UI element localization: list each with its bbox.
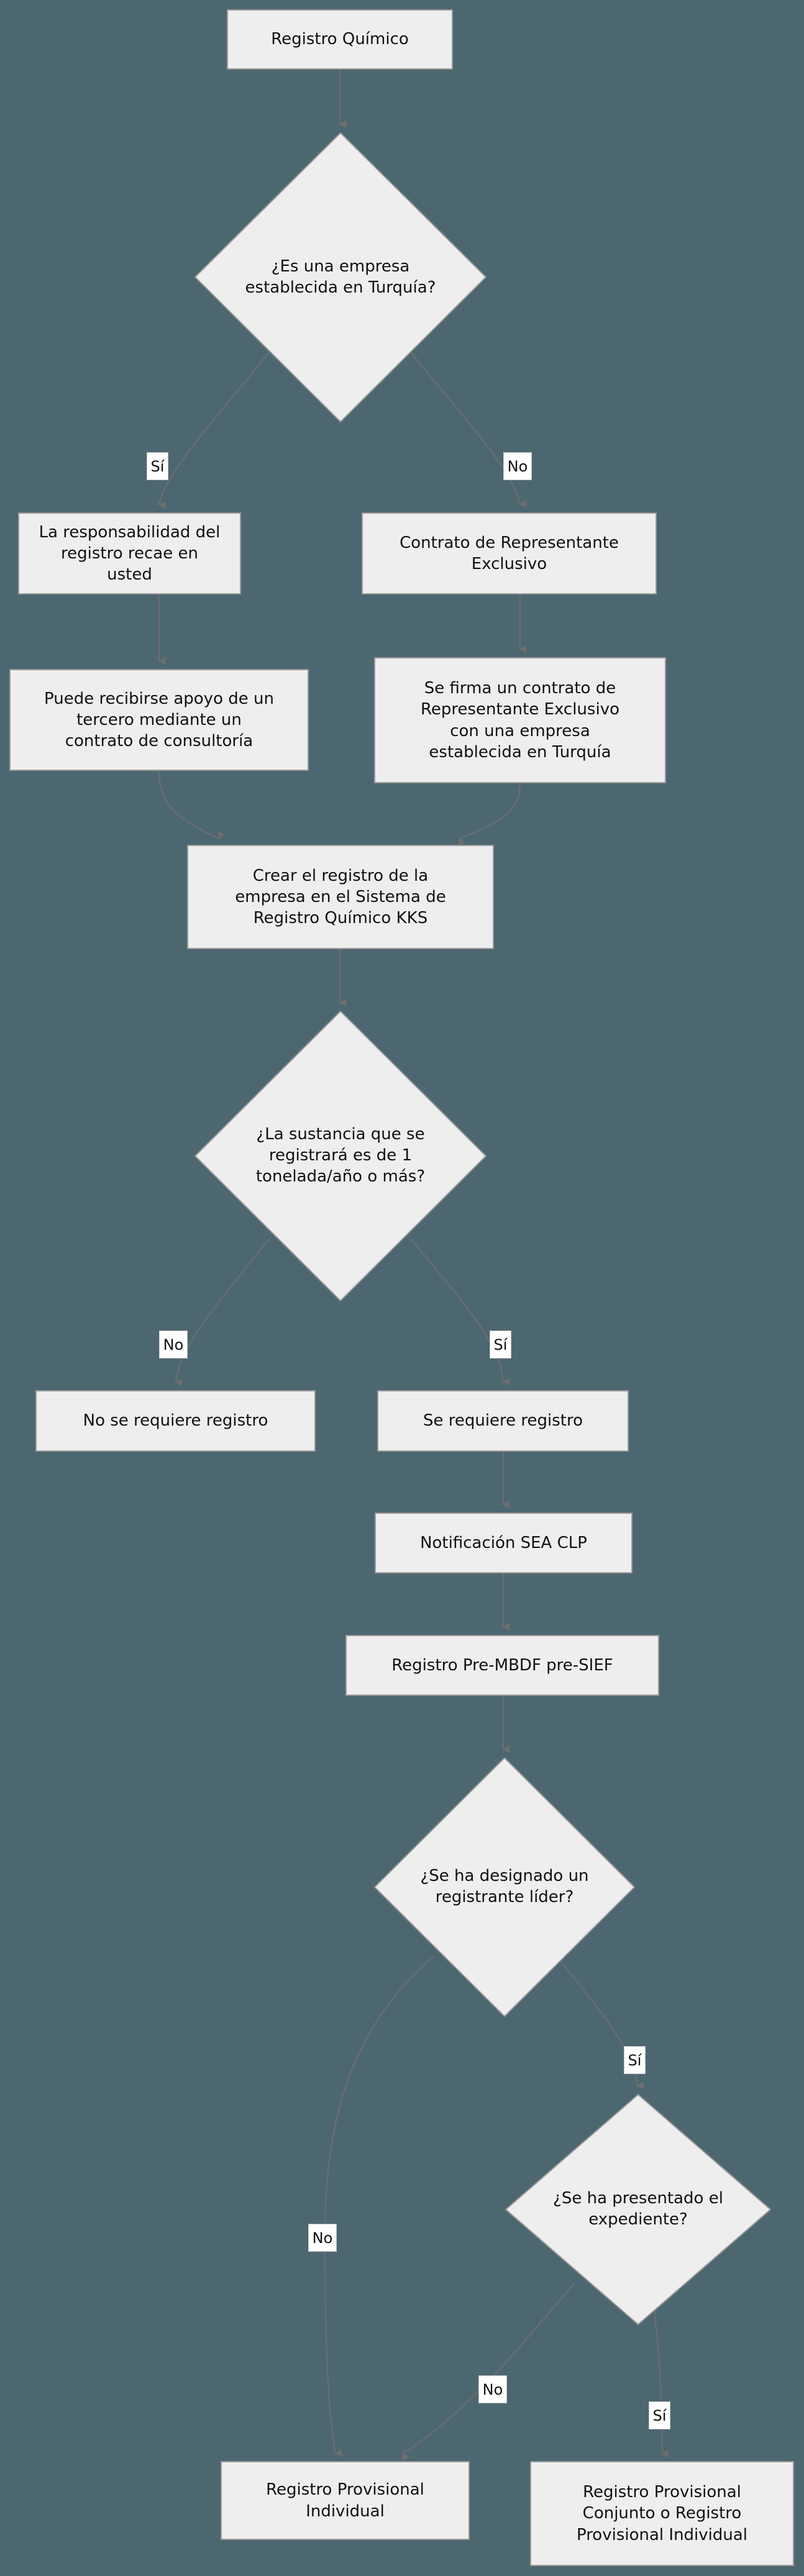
- node-label: Se requiere registro: [423, 1411, 583, 1431]
- node-label: Puede recibirse apoyo de un tercero medi…: [44, 689, 274, 751]
- node-crear-registro-empresa: Crear el registro de la empresa en el Si…: [187, 845, 494, 949]
- decision-label: ¿Se ha designado un registrante líder?: [420, 1867, 589, 1906]
- decision-label: ¿Se ha presentado el expediente?: [553, 2189, 723, 2229]
- edge-sign-to-create: [459, 783, 521, 846]
- edge-label-turkey-no: No: [503, 452, 532, 480]
- node-label: Se firma un contrato de Representante Ex…: [420, 678, 619, 762]
- edge-label-tonnage-no: No: [159, 1331, 188, 1359]
- node-label: Registro Provisional Individual: [266, 2480, 424, 2521]
- edge-lead-no: [324, 1956, 434, 2456]
- node-notificacion-sea-clp: Notificación SEA CLP: [375, 1513, 633, 1573]
- decision-label: ¿Es una empresa establecida en Turquía?: [245, 257, 436, 297]
- node-label: Crear el registro de la empresa en el Si…: [235, 866, 446, 928]
- node-no-requiere-registro: No se requiere registro: [35, 1390, 316, 1452]
- node-label: Registro Provisional Conjunto o Registro…: [576, 2483, 748, 2544]
- edge-label-turkey-yes: Sí: [147, 452, 168, 480]
- node-label: La responsabilidad del registro recae en…: [39, 522, 221, 585]
- diamond-shape: [194, 132, 487, 422]
- edge-label-lead-yes: Sí: [624, 2046, 646, 2074]
- node-apoyo-tercero: Puede recibirse apoyo de un tercero medi…: [9, 669, 309, 771]
- edge-label-tonnage-yes: Sí: [490, 1331, 511, 1359]
- decision-tonelada: ¿La sustancia que se registrará es de 1 …: [194, 1011, 487, 1301]
- diamond-shape: [194, 1011, 487, 1301]
- edge-label-dossier-yes: Sí: [649, 2401, 670, 2429]
- node-label: Notificación SEA CLP: [420, 1533, 587, 1552]
- node-contrato-representante: Contrato de Representante Exclusivo: [362, 512, 657, 594]
- node-label: No se requiere registro: [83, 1411, 268, 1431]
- node-pre-mbdf: Registro Pre-MBDF pre-SIEF: [345, 1635, 659, 1696]
- edge-dossier-yes: [654, 2309, 669, 2457]
- node-label: Contrato de Representante Exclusivo: [400, 533, 619, 573]
- node-firma-contrato: Se firma un contrato de Representante Ex…: [374, 657, 666, 783]
- node-responsabilidad: La responsabilidad del registro recae en…: [18, 512, 241, 594]
- node-label: Registro Pre-MBDF pre-SIEF: [391, 1655, 613, 1675]
- node-registro-quimico: Registro Químico: [227, 9, 453, 70]
- decision-label: ¿La sustancia que se registrará es de 1 …: [255, 1125, 426, 1186]
- decision-expediente: ¿Se ha presentado el expediente?: [505, 2094, 771, 2325]
- node-registro-provisional-conjunto: Registro Provisional Conjunto o Registro…: [530, 2461, 794, 2566]
- node-label: Registro Químico: [271, 30, 409, 49]
- diamond-shape: [505, 2094, 771, 2325]
- node-requiere-registro: Se requiere registro: [377, 1390, 629, 1452]
- decision-empresa-turquia: ¿Es una empresa establecida en Turquía?: [194, 132, 487, 422]
- decision-registrante-lider: ¿Se ha designado un registrante líder?: [374, 1757, 635, 2017]
- edge-label-lead-no: No: [308, 2224, 337, 2252]
- edge-consultancy-to-create: [158, 770, 225, 840]
- node-registro-provisional-individual: Registro Provisional Individual: [221, 2461, 470, 2540]
- edge-label-dossier-no: No: [478, 2375, 507, 2403]
- diamond-shape: [374, 1757, 635, 2017]
